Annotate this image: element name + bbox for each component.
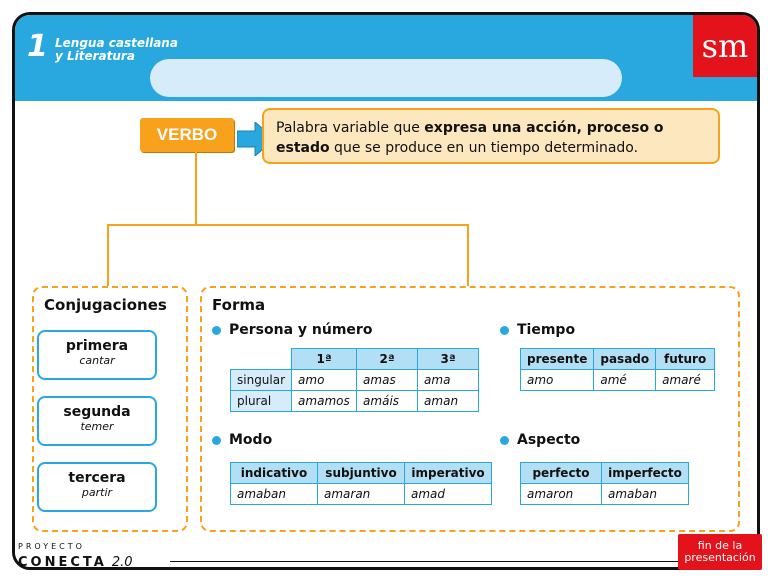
table-corner bbox=[231, 349, 292, 370]
header-title-pill bbox=[150, 59, 622, 97]
publisher-logo: sm bbox=[693, 15, 757, 77]
definition-text-2: que se produce en un tiempo determinado. bbox=[329, 140, 639, 156]
conjugation-example: partir bbox=[81, 486, 113, 499]
bullet-dot-icon bbox=[212, 325, 221, 335]
logo-small-text: PROYECTO bbox=[18, 542, 85, 551]
bullet-dot-icon bbox=[500, 325, 509, 335]
table-header: presente bbox=[519, 348, 595, 370]
modo-title: Modo bbox=[229, 432, 273, 448]
table-cell: amaban bbox=[601, 483, 689, 505]
table-row: amaban amaran amad bbox=[230, 483, 492, 505]
table-cell: amo bbox=[291, 369, 358, 391]
table-cell: amaran bbox=[317, 483, 405, 505]
table-header: indicativo bbox=[230, 462, 318, 484]
subject-title: Lengua castellana y Literatura bbox=[55, 37, 178, 63]
table-cell: amaron bbox=[520, 483, 602, 505]
conjugaciones-box bbox=[32, 286, 188, 532]
table-row: amo amé amaré bbox=[519, 369, 716, 391]
tiempo-heading: Tiempo bbox=[500, 322, 575, 338]
tiempo-title: Tiempo bbox=[517, 322, 576, 338]
row-label: plural bbox=[229, 390, 293, 412]
forma-title: Forma bbox=[212, 296, 266, 314]
connector-line bbox=[107, 224, 469, 226]
definition-bold-1: expresa una acción, proceso o bbox=[424, 120, 664, 136]
conjugation-name: tercera bbox=[68, 470, 126, 486]
conjugation-card: tercera partir bbox=[37, 462, 157, 512]
aspecto-heading: Aspecto bbox=[500, 432, 580, 448]
subject-title-line1: Lengua castellana bbox=[55, 36, 178, 50]
table-header: perfecto bbox=[520, 462, 602, 484]
end-presentation-button[interactable]: fin de la presentación bbox=[678, 534, 762, 570]
table-header: subjuntivo bbox=[317, 462, 405, 484]
table-header: imperfecto bbox=[601, 462, 689, 484]
modo-heading: Modo bbox=[212, 432, 272, 448]
row-label: singular bbox=[229, 369, 293, 391]
end-button-line2: presentación bbox=[684, 551, 756, 564]
table-header: imperativo bbox=[404, 462, 492, 484]
table-header: 1ª bbox=[291, 348, 358, 370]
logo-big-text: CONECTA bbox=[18, 555, 107, 570]
header-bar: 1 Lengua castellana y Literatura sm bbox=[15, 15, 757, 101]
subject-title-line2: y Literatura bbox=[55, 49, 135, 63]
connector-line bbox=[195, 152, 197, 226]
persona-heading: Persona y número bbox=[212, 322, 372, 338]
definition-bold-2: estado bbox=[276, 140, 330, 156]
conjugaciones-title: Conjugaciones bbox=[44, 296, 167, 314]
unit-number: 1 bbox=[27, 29, 48, 64]
persona-title: Persona y número bbox=[229, 322, 373, 338]
table-cell: ama bbox=[417, 369, 480, 391]
conjugation-name: segunda bbox=[63, 404, 131, 420]
definition-text-1: Palabra variable que bbox=[276, 120, 425, 136]
aspecto-table: perfecto imperfecto amaron amaban bbox=[520, 462, 689, 505]
table-cell: amo bbox=[519, 369, 595, 391]
table-cell: aman bbox=[417, 390, 480, 412]
tiempo-table: presente pasado futuro amo amé amaré bbox=[519, 348, 716, 391]
aspecto-title: Aspecto bbox=[517, 432, 581, 448]
table-cell: amamos bbox=[291, 390, 358, 412]
conjugation-card: segunda temer bbox=[37, 396, 157, 446]
table-row: plural amamos amáis aman bbox=[229, 390, 480, 412]
connector-line bbox=[467, 224, 469, 286]
logo-version: 2.0 bbox=[111, 555, 133, 570]
conecta-logo: PROYECTO CONECTA 2.0 bbox=[18, 542, 133, 570]
footer-divider bbox=[170, 560, 680, 562]
conjugation-card: primera cantar bbox=[37, 330, 157, 380]
bullet-dot-icon bbox=[212, 435, 221, 445]
table-cell: amáis bbox=[356, 390, 419, 412]
connector-line bbox=[107, 224, 109, 286]
conjugation-example: cantar bbox=[79, 354, 115, 367]
table-header: 3ª bbox=[417, 348, 480, 370]
conjugation-name: primera bbox=[65, 338, 129, 354]
end-button-line1: fin de la bbox=[697, 539, 743, 552]
table-row: singular amo amas ama bbox=[229, 369, 480, 391]
table-cell: amad bbox=[404, 483, 492, 505]
definition-box: Palabra variable que expresa una acción,… bbox=[262, 108, 720, 164]
table-row: amaron amaban bbox=[520, 483, 689, 505]
table-header: pasado bbox=[593, 348, 657, 370]
table-cell: amas bbox=[356, 369, 419, 391]
modo-table: indicativo subjuntivo imperativo amaban … bbox=[230, 462, 492, 505]
table-header: futuro bbox=[655, 348, 716, 370]
table-cell: amaban bbox=[230, 483, 318, 505]
table-header: 2ª bbox=[356, 348, 419, 370]
forma-box bbox=[200, 286, 740, 532]
table-cell: amaré bbox=[655, 369, 716, 391]
concept-label: VERBO bbox=[140, 118, 234, 152]
bullet-dot-icon bbox=[500, 435, 509, 445]
conjugation-example: temer bbox=[80, 420, 114, 433]
persona-table: 1ª 2ª 3ª singular amo amas ama plural am… bbox=[229, 348, 480, 412]
table-cell: amé bbox=[593, 369, 657, 391]
